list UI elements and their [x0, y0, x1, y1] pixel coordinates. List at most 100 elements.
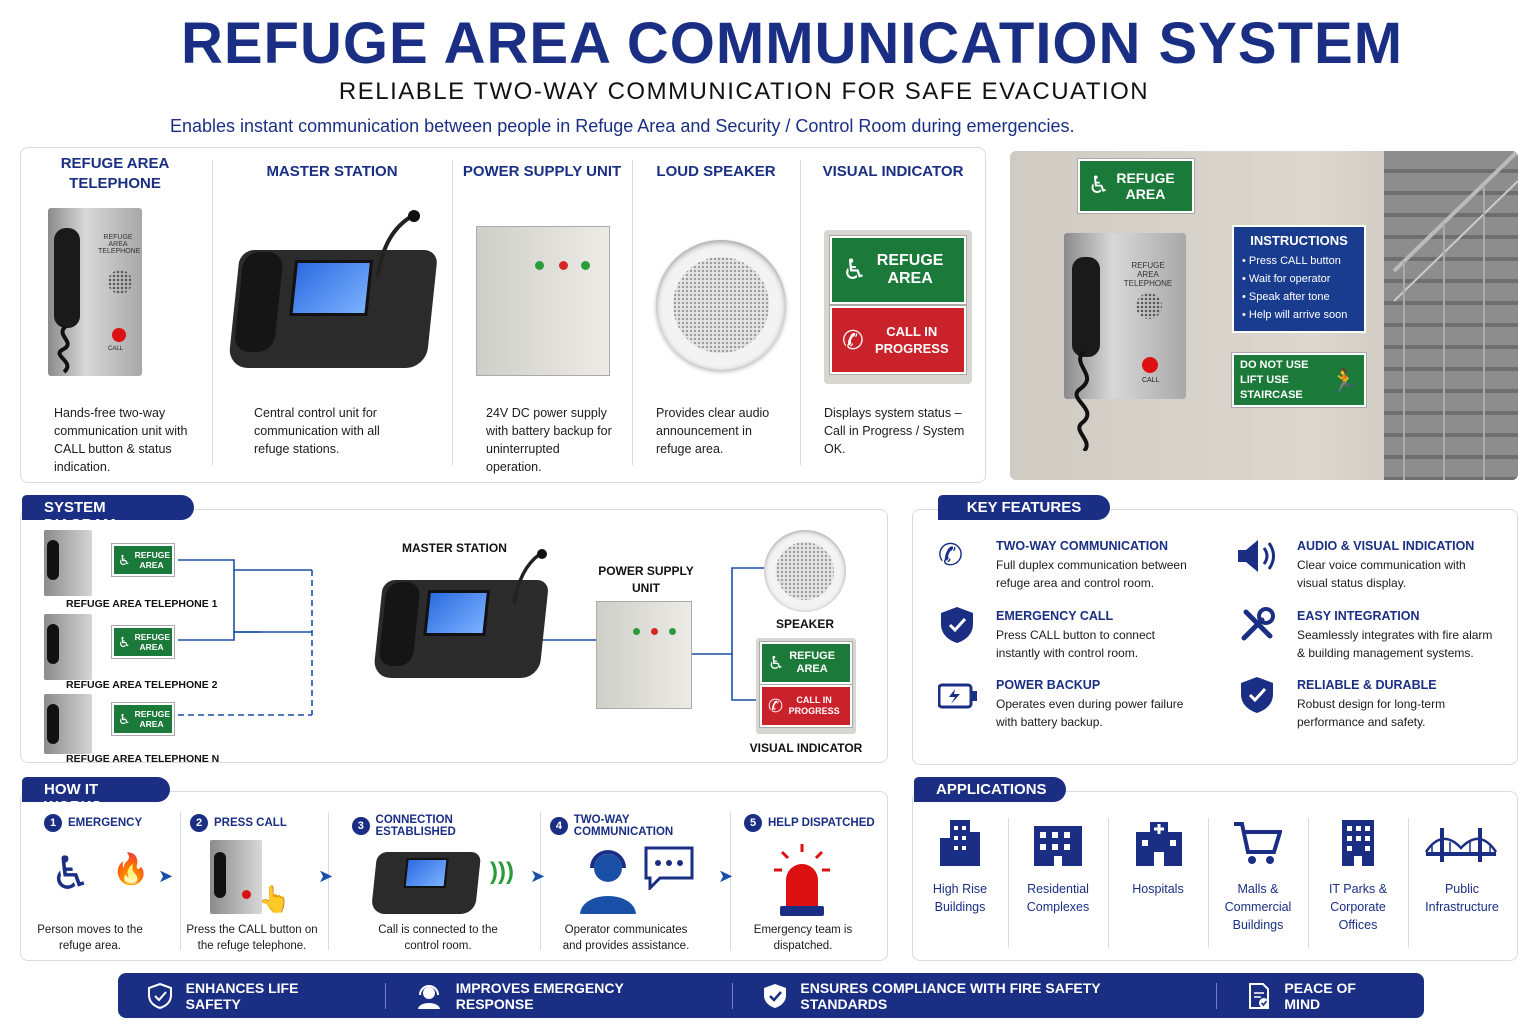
divider	[385, 982, 387, 1009]
component-title: POWER SUPPLY UNIT	[462, 163, 622, 180]
power-supply-image	[476, 226, 610, 376]
diagram-power-supply	[596, 601, 692, 709]
shield-check-icon	[148, 982, 172, 1009]
benefit-item: IMPROVES EMERGENCY RESPONSE	[386, 973, 732, 1018]
component-title: MASTER STATION	[266, 163, 398, 180]
wheelchair-icon: ♿	[118, 711, 131, 727]
component-desc: Displays system status – Call in Progres…	[824, 406, 965, 456]
application-item: Malls & Commercial Buildings	[1224, 882, 1292, 932]
component-master-station: MASTER STATION Central control unit for …	[212, 150, 452, 480]
connection-master-station	[370, 852, 482, 914]
call-telephone-image	[210, 840, 262, 914]
diagram-refuge-sign-2: ♿REFUGE AREA	[111, 625, 175, 659]
component-refuge-telephone: REFUGE AREA TELEPHONE REFUGE AREA TELEPH…	[20, 150, 210, 480]
wheelchair-icon: ♿	[50, 847, 92, 899]
benefit-item: PEACE OF MIND	[1217, 973, 1424, 1018]
instruction-item: • Help will arrive soon	[1242, 309, 1348, 321]
refuge-area-scene: ♿ REFUGE AREA REFUGE AREA TELEPHONE CALL…	[1010, 151, 1518, 480]
component-visual-indicator: VISUAL INDICATOR ♿ REFUGE AREA ✆ CALL IN…	[800, 150, 986, 480]
key-features-heading: KEY FEATURES	[938, 495, 1110, 520]
speaker-image	[656, 240, 786, 370]
diagram-speaker-label: SPEAKER	[775, 617, 834, 631]
page-title: REFUGE AREA COMMUNICATION SYSTEM	[180, 11, 1404, 76]
divider	[1208, 818, 1209, 948]
benefit-item: ENHANCES LIFE SAFETY	[118, 973, 385, 1018]
divider	[1108, 818, 1109, 948]
diagram-psu-label: POWER SUPPLY UNIT	[598, 564, 694, 595]
fire-icon: 🔥	[112, 853, 150, 886]
shield-check-icon	[763, 983, 786, 1008]
instruction-item: • Wait for operator	[1242, 273, 1331, 285]
divider	[212, 160, 213, 465]
divider	[731, 982, 733, 1009]
divider	[180, 812, 181, 950]
component-desc: Hands-free two-way communication unit wi…	[54, 406, 188, 474]
running-man-icon: 🏃	[1330, 367, 1358, 393]
instructions-board: INSTRUCTIONS • Press CALL button • Wait …	[1232, 225, 1366, 333]
staircase	[1384, 151, 1518, 480]
residential-icon	[1034, 826, 1082, 866]
diagram-telephone-2	[44, 614, 92, 680]
signal-icon: )))	[490, 858, 514, 885]
visual-indicator-image: ♿ REFUGE AREA ✆ CALL IN PROGRESS	[824, 230, 972, 384]
no-lift-sign: DO NOT USE LIFT USE STAIRCASE 🏃	[1231, 352, 1367, 408]
divider	[1308, 818, 1309, 948]
call-button-icon	[1142, 357, 1158, 373]
arrow-icon: ➤	[530, 866, 546, 886]
emergency-siren-icon	[774, 844, 830, 916]
refuge-telephone-image: REFUGE AREA TELEPHONE CALL	[48, 208, 142, 376]
phone-icon: ✆	[768, 695, 784, 716]
arrow-icon: ➤	[718, 866, 734, 886]
divider	[452, 160, 453, 465]
headset-icon	[418, 984, 441, 1009]
office-building-icon	[1342, 820, 1374, 866]
shield-check-icon	[941, 607, 973, 643]
hospital-icon	[1136, 822, 1182, 866]
divider	[328, 812, 329, 950]
diagram-master-label: MASTER STATION	[402, 541, 507, 555]
wheelchair-icon: ♿	[118, 552, 131, 568]
component-loud-speaker: LOUD SPEAKER Provides clear audio announ…	[632, 150, 800, 480]
arrow-icon: ➤	[158, 866, 174, 886]
divider	[730, 812, 731, 950]
diagram-telephone-label: REFUGE AREA TELEPHONE N	[66, 753, 220, 765]
diagram-telephone-label: REFUGE AREA TELEPHONE 1	[66, 598, 218, 610]
tools-icon	[1241, 607, 1275, 641]
shield-check-icon	[1241, 677, 1273, 713]
component-power-supply: POWER SUPPLY UNIT 24V DC power supply wi…	[452, 150, 632, 480]
application-item: Residential Complexes	[1026, 882, 1090, 914]
component-desc: Provides clear audio announcement in ref…	[656, 406, 770, 456]
phone-wave-icon: ✆	[938, 539, 964, 572]
diagram-visual-indicator: ♿REFUGE AREA ✆CALL IN PROGRESS	[756, 638, 856, 734]
benefit-item: ENSURES COMPLIANCE WITH FIRE SAFETY STAN…	[733, 973, 1216, 1018]
instruction-item: • Speak after tone	[1242, 291, 1330, 303]
system-diagram-heading: SYSTEM DIAGRAM	[22, 495, 194, 533]
shopping-cart-icon	[1234, 822, 1282, 864]
component-title: VISUAL INDICATOR	[822, 163, 964, 180]
application-item: High Rise Buildings	[932, 882, 988, 914]
bridge-icon	[1424, 828, 1498, 862]
divider	[1008, 818, 1009, 948]
call-button-icon	[112, 328, 126, 342]
divider	[1215, 982, 1217, 1009]
application-item: IT Parks & Corporate Offices	[1328, 882, 1388, 932]
component-title: LOUD SPEAKER	[656, 163, 776, 180]
component-title: REFUGE AREA TELEPHONE	[60, 155, 170, 192]
benefits-banner: ENHANCES LIFE SAFETY IMPROVES EMERGENCY …	[118, 973, 1424, 1018]
diagram-speaker	[764, 530, 846, 612]
divider	[632, 160, 633, 465]
wheelchair-icon: ♿	[768, 652, 785, 673]
arrow-icon: ➤	[318, 866, 334, 886]
refuge-area-wall-sign: ♿ REFUGE AREA	[1077, 158, 1195, 214]
diagram-refuge-sign-n: ♿REFUGE AREA	[111, 702, 175, 736]
chat-bubble-icon	[644, 846, 694, 890]
